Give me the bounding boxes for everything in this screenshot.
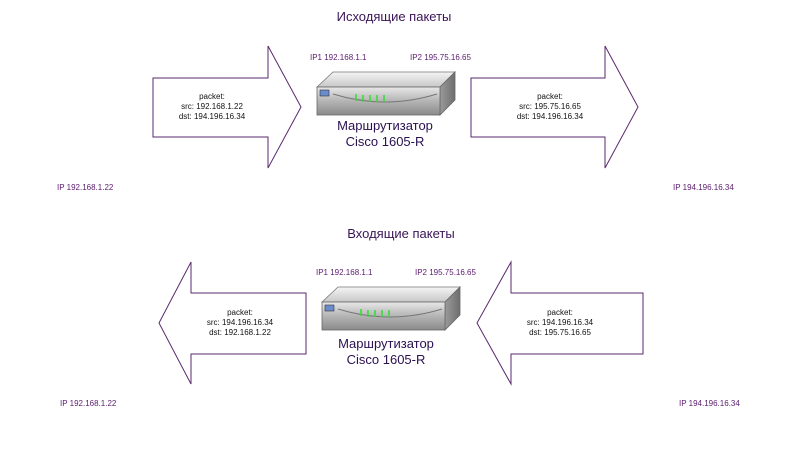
incoming-right-packet-line1: packet: — [547, 308, 573, 317]
incoming-router-label-line1: Маршрутизатор — [338, 336, 434, 351]
outgoing-router-label-line2: Cisco 1605-R — [346, 134, 425, 149]
incoming-right-packet-dst: dst: 195.75.16.65 — [529, 328, 591, 337]
outgoing-left-packet-line1: packet: — [199, 92, 225, 101]
outgoing-section: Исходящие пакеты IP1 192.168.1.1 IP2 195… — [57, 9, 734, 192]
outgoing-right-host-ip: IP 194.196.16.34 — [673, 183, 734, 192]
incoming-ip1-label: IP1 192.168.1.1 — [316, 268, 373, 277]
incoming-left-packet-dst: dst: 192.168.1.22 — [209, 328, 271, 337]
outgoing-title: Исходящие пакеты — [337, 9, 452, 24]
incoming-right-host-ip: IP 194.196.16.34 — [679, 399, 740, 408]
outgoing-router-label-line1: Маршрутизатор — [337, 118, 433, 133]
outgoing-ip2-label: IP2 195.75.16.65 — [410, 53, 471, 62]
outgoing-left-packet-src: src: 192.168.1.22 — [181, 102, 243, 111]
incoming-section: Входящие пакеты IP1 192.168.1.1 IP2 195.… — [60, 226, 740, 408]
outgoing-right-packet-line1: packet: — [537, 92, 563, 101]
incoming-right-packet-src: src: 194.196.16.34 — [527, 318, 594, 327]
outgoing-right-packet-dst: dst: 194.196.16.34 — [517, 112, 584, 121]
outgoing-left-host-ip: IP 192.168.1.22 — [57, 183, 114, 192]
incoming-left-packet-src: src: 194.196.16.34 — [207, 318, 274, 327]
outgoing-right-packet-src: src: 195.75.16.65 — [519, 102, 581, 111]
incoming-ip2-label: IP2 195.75.16.65 — [415, 268, 476, 277]
outgoing-router-icon — [315, 71, 456, 116]
incoming-left-packet-arrow — [158, 261, 307, 385]
outgoing-right-packet-arrow — [470, 45, 639, 169]
outgoing-left-packet-dst: dst: 194.196.16.34 — [179, 112, 246, 121]
outgoing-ip1-label: IP1 192.168.1.1 — [310, 53, 367, 62]
incoming-left-host-ip: IP 192.168.1.22 — [60, 399, 117, 408]
incoming-left-packet-line1: packet: — [227, 308, 253, 317]
led-indicators — [355, 94, 385, 102]
led-indicators — [360, 309, 390, 317]
incoming-right-packet-arrow — [476, 260, 644, 386]
incoming-router-label-line2: Cisco 1605-R — [347, 352, 426, 367]
incoming-title: Входящие пакеты — [347, 226, 454, 241]
outgoing-left-packet-arrow — [152, 45, 302, 169]
incoming-router-icon — [320, 286, 461, 331]
